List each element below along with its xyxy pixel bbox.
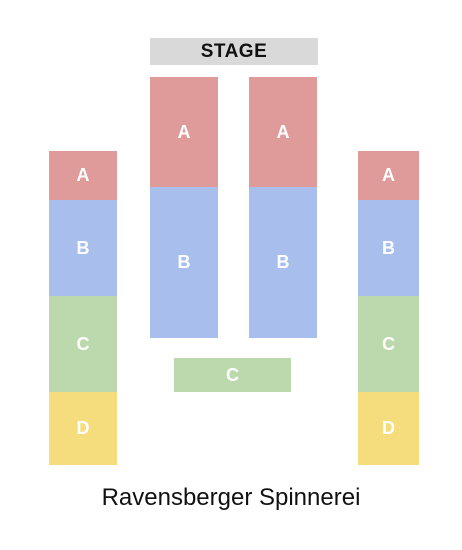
section-right-c[interactable]: C xyxy=(358,296,419,392)
section-center-right-a[interactable]: A xyxy=(249,77,317,187)
section-label: C xyxy=(76,333,90,354)
section-label: C xyxy=(226,364,239,385)
section-center-c[interactable]: C xyxy=(174,358,291,392)
section-label: A xyxy=(177,121,191,142)
section-right-b[interactable]: B xyxy=(358,200,419,296)
section-label: C xyxy=(382,333,395,354)
section-label: D xyxy=(76,418,90,438)
stage-label: STAGE xyxy=(200,40,268,62)
section-label: D xyxy=(382,418,395,438)
section-label: B xyxy=(177,252,191,272)
stage-area: STAGE xyxy=(150,38,318,65)
section-left-a[interactable]: A xyxy=(49,151,117,200)
section-left-c[interactable]: C xyxy=(49,296,117,392)
section-left-b[interactable]: B xyxy=(49,200,117,296)
section-label: B xyxy=(276,252,290,272)
section-label: A xyxy=(276,121,290,142)
section-center-right-b[interactable]: B xyxy=(249,187,317,338)
section-label: A xyxy=(382,165,395,185)
section-center-left-b[interactable]: B xyxy=(150,187,218,338)
section-label: B xyxy=(76,237,90,258)
section-right-d[interactable]: D xyxy=(358,392,419,465)
section-label: A xyxy=(76,165,90,185)
section-center-left-a[interactable]: A xyxy=(150,77,218,187)
venue-name: Ravensberger Spinnerei xyxy=(101,484,361,511)
section-right-a[interactable]: A xyxy=(358,151,419,200)
section-label: B xyxy=(382,237,395,258)
section-left-d[interactable]: D xyxy=(49,392,117,465)
